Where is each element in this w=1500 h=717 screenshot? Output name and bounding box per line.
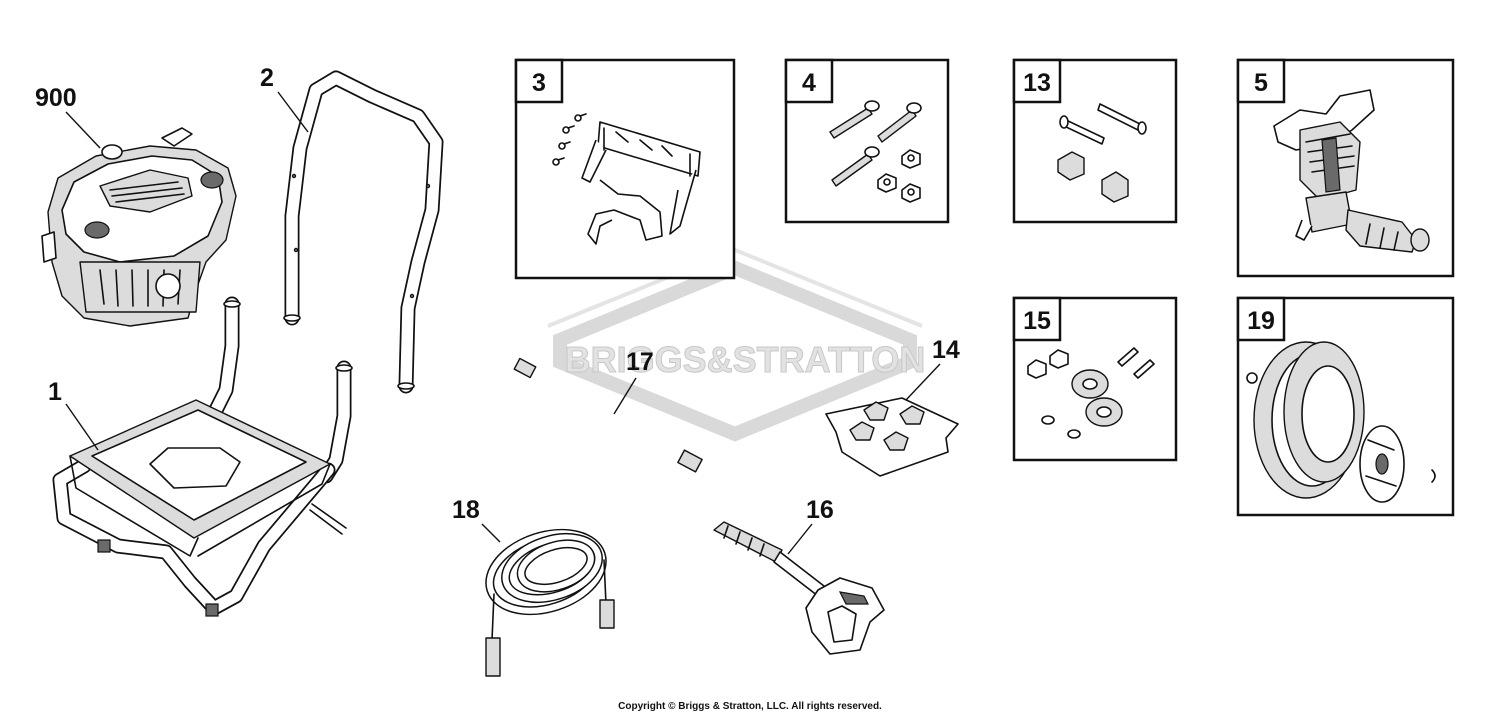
- engine-illustration[interactable]: [41, 127, 237, 327]
- handle-illustration[interactable]: [283, 70, 444, 394]
- wheel-drawing: [1246, 341, 1436, 503]
- pump-drawing: [1273, 89, 1430, 253]
- callout-2: 2: [260, 64, 274, 92]
- callout-19: 19: [1247, 307, 1275, 335]
- bracket-kit-drawing: [552, 113, 701, 245]
- bolts-and-nuts-drawing: [829, 100, 922, 203]
- box-19[interactable]: 19: [1236, 296, 1455, 517]
- leader-1: [65, 403, 99, 451]
- callout-17: 17: [626, 348, 654, 376]
- callout-15: 15: [1023, 307, 1051, 335]
- leader-17: [613, 377, 637, 415]
- callout-14: 14: [932, 336, 960, 364]
- leader-14: [905, 363, 941, 401]
- frame-illustration[interactable]: [52, 296, 353, 617]
- callout-5: 5: [1254, 69, 1268, 97]
- callout-900: 900: [35, 84, 77, 112]
- hardware-kit-drawing: [1057, 103, 1147, 203]
- hose-illustration[interactable]: [480, 520, 615, 677]
- box-5[interactable]: 5: [1236, 58, 1455, 278]
- callout-1: 1: [48, 378, 62, 406]
- leader-16: [787, 523, 813, 555]
- wheel-hardware-drawing: [1027, 347, 1155, 439]
- callout-3: 3: [532, 69, 546, 97]
- box-13[interactable]: 13: [1012, 58, 1178, 224]
- watermark-text: BRIGGS&STRATTON: [565, 339, 926, 380]
- callout-18: 18: [452, 496, 480, 524]
- nozzle-kit-illustration[interactable]: [825, 397, 959, 477]
- leader-900: [65, 111, 101, 149]
- watermark: BRIGGS&STRATTON: [547, 247, 926, 442]
- leader-2: [277, 91, 309, 133]
- leader-18: [481, 523, 501, 543]
- box-15[interactable]: 15: [1012, 296, 1178, 462]
- callout-4: 4: [802, 69, 816, 97]
- callout-13: 13: [1023, 69, 1051, 97]
- box-4[interactable]: 4: [784, 58, 950, 224]
- copyright-notice: Copyright © Briggs & Stratton, LLC. All …: [618, 701, 882, 712]
- lance-illustration[interactable]: [513, 357, 703, 473]
- callout-16: 16: [806, 496, 834, 524]
- box-3[interactable]: 3: [514, 58, 736, 280]
- spray-gun-illustration[interactable]: [713, 521, 885, 655]
